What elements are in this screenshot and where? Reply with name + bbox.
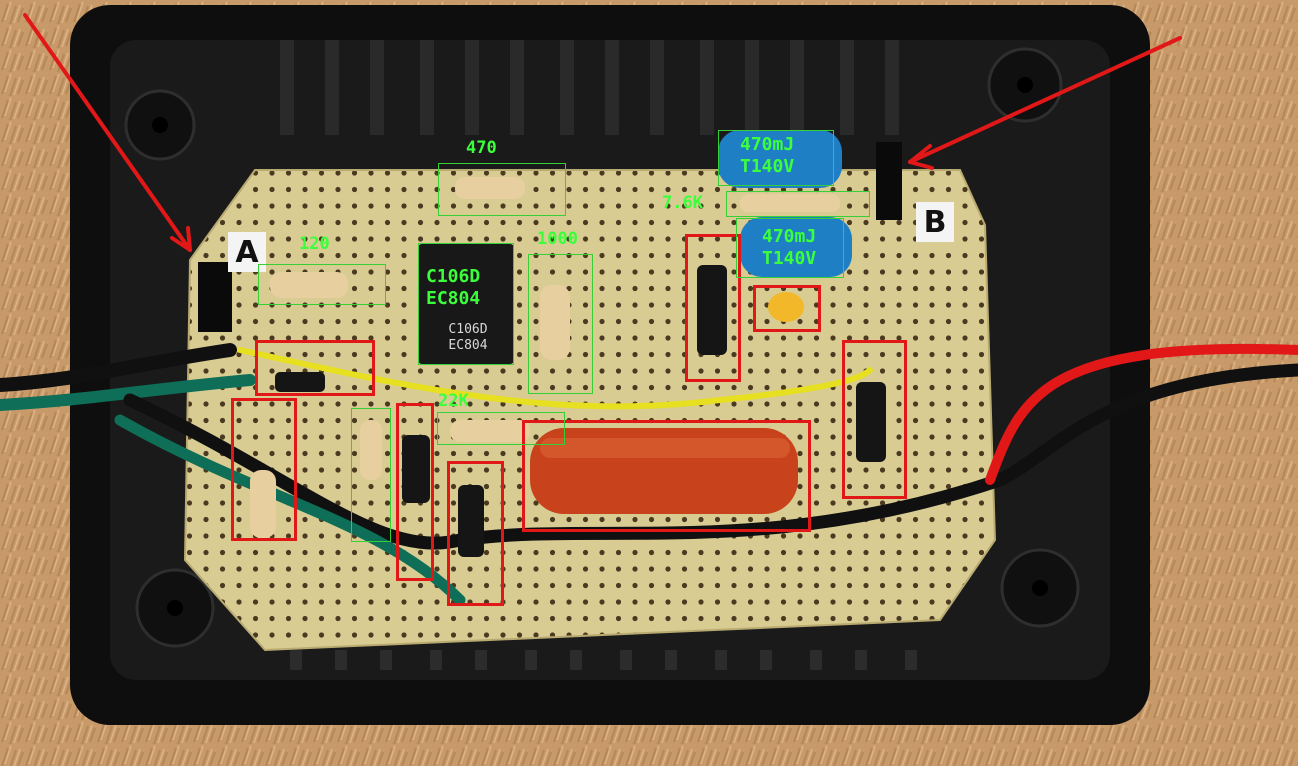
label-scr: C106D EC804 (426, 266, 480, 310)
green-box-r22k (437, 412, 565, 445)
red-box-diode-left (396, 403, 434, 581)
red-box-series-diode (255, 340, 375, 396)
green-box-cap-bottom (736, 218, 844, 278)
label-r470: 470 (466, 138, 497, 158)
jumper-b (876, 142, 902, 220)
diodes (275, 265, 886, 557)
screw-posts (124, 47, 1080, 648)
label-r22k: 22K (438, 391, 469, 411)
red-box-diode-lower (447, 461, 504, 606)
blue-capacitor-bottom (740, 217, 852, 277)
label-cap-bottom-line2: T140V (762, 248, 817, 269)
scr-chip (418, 244, 514, 364)
chip-marking-line2: EC804 (448, 338, 488, 353)
label-r1000: 1000 (537, 229, 578, 249)
board-tag-a: A (228, 232, 266, 272)
green-box-scr (418, 243, 514, 365)
enclosure-ribs (280, 40, 899, 135)
green-box-r1000 (528, 254, 593, 394)
label-scr-line1: C106D (426, 266, 481, 287)
red-arrows (23, 13, 1182, 252)
label-scr-line2: EC804 (426, 288, 481, 309)
wires (0, 343, 1298, 606)
red-box-diode-right (842, 340, 907, 499)
label-cap-top-line2: T140V (740, 156, 795, 177)
label-r7-6k: 7.6K (662, 193, 703, 213)
board-tag-b: B (916, 202, 954, 242)
green-box-resistor-mid (351, 408, 391, 542)
red-box-film-capacitor (522, 420, 811, 532)
ceramic-capacitor (768, 292, 804, 322)
label-cap-top: 470mJ T140V (740, 134, 794, 178)
green-box-r470 (438, 163, 566, 216)
resistors (250, 177, 840, 538)
red-box-diode-center (685, 234, 741, 382)
label-r120: 120 (299, 234, 330, 254)
red-box-resistor-left (231, 398, 297, 541)
label-cap-bottom-line1: 470mJ (762, 226, 817, 247)
label-cap-bottom: 470mJ T140V (762, 226, 816, 270)
chip-marking: C106D EC804 (428, 322, 508, 354)
green-box-r7-6k (726, 191, 870, 217)
green-box-cap-top (718, 130, 834, 186)
jumper-a (198, 262, 232, 332)
red-box-ceramic-capacitor (753, 285, 821, 332)
blue-capacitor-top (718, 130, 842, 188)
label-cap-top-line1: 470mJ (740, 134, 795, 155)
green-box-r120 (258, 264, 386, 305)
chip-marking-line1: C106D (448, 322, 488, 337)
